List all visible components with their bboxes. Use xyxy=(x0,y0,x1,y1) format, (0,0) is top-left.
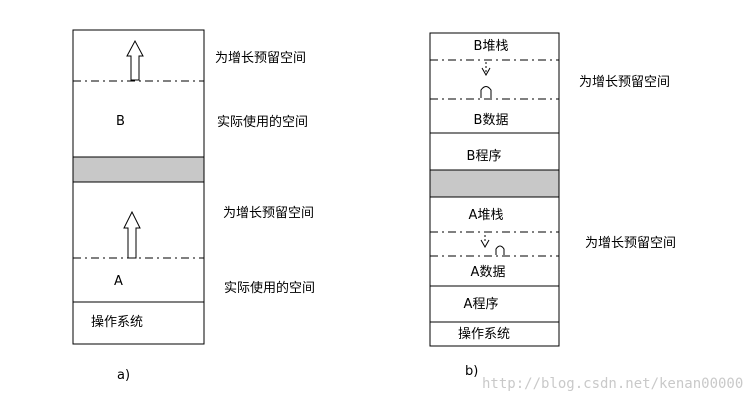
a-used-b-label: 实际使用的空间 xyxy=(217,115,309,130)
b-caption: b) xyxy=(465,364,479,379)
a-os-label: 操作系统 xyxy=(91,315,144,330)
b-astack-down-arrow xyxy=(480,235,490,249)
watermark-url: http://blog.csdn.net/kenan00000 xyxy=(482,376,744,392)
b-bdata-label: B数据 xyxy=(473,113,509,128)
a-shaded-block xyxy=(72,156,205,183)
a-segment-a-label: A xyxy=(114,274,123,289)
b-reserve-top-label: 为增长预留空间 xyxy=(579,75,671,90)
a-used-a-label: 实际使用的空间 xyxy=(224,281,316,296)
a-caption: a) xyxy=(117,368,131,383)
b-shaded-block xyxy=(429,169,560,198)
b-bdata-up-arrow xyxy=(480,86,492,98)
a-b-growth-arrow xyxy=(126,39,144,81)
b-astack-label: A堆栈 xyxy=(468,208,504,223)
a-reserve-bottom-label: 为增长预留空间 xyxy=(223,206,315,221)
b-reserve-bottom-label: 为增长预留空间 xyxy=(585,236,677,251)
b-aprogram-label: A程序 xyxy=(463,297,499,312)
a-a-growth-arrow xyxy=(123,210,141,259)
b-bstack-down-arrow xyxy=(481,62,491,77)
b-adata-label: A数据 xyxy=(470,265,506,280)
a-reserve-top-label: 为增长预留空间 xyxy=(215,51,307,66)
b-bprogram-label: B程序 xyxy=(466,149,502,164)
a-segment-b-label: B xyxy=(116,114,125,129)
b-adata-up-arrow xyxy=(495,245,505,255)
a-memory-box xyxy=(72,29,205,345)
b-os-label: 操作系统 xyxy=(457,327,511,342)
b-bstack-label: B堆栈 xyxy=(473,39,509,54)
